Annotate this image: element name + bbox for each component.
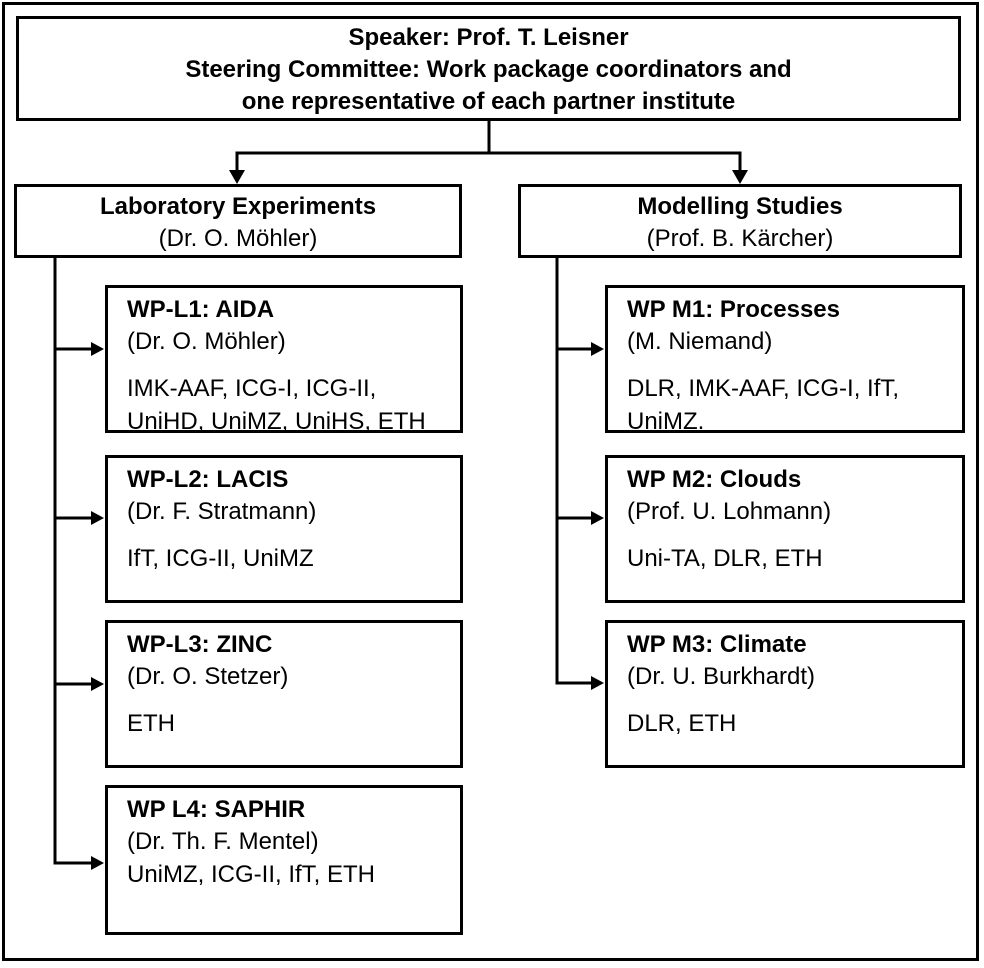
wp-lead: (M. Niemand) [627, 328, 773, 355]
wp-members: IfT, ICG-II, UniMZ [127, 542, 452, 575]
wp-members: DLR, ETH [627, 707, 954, 740]
wp-box-l3-zinc: WP-L3: ZINC (Dr. O. Stetzer) ETH [105, 620, 463, 768]
wp-lead: (Dr. O. Stetzer) [127, 663, 289, 690]
wp-members-line: UniMZ. [627, 408, 705, 433]
speaker-line: Speaker: Prof. T. Leisner [348, 24, 629, 51]
wp-lead: (Prof. U. Lohmann) [627, 498, 832, 525]
wp-box-m2-clouds: WP M2: Clouds (Prof. U. Lohmann) Uni-TA,… [605, 455, 965, 603]
branch-title: Laboratory Experiments [99, 193, 377, 220]
wp-title: WP-L2: LACIS [127, 466, 289, 493]
steering-committee-line: Steering Committee: Work package coordin… [185, 56, 792, 83]
wp-members: ETH [127, 707, 452, 740]
wp-members: UniMZ, ICG-II, IfT, ETH [127, 858, 452, 891]
wp-box-l2-lacis: WP-L2: LACIS (Dr. F. Stratmann) IfT, ICG… [105, 455, 463, 603]
wp-title: WP M2: Clouds [627, 466, 802, 493]
wp-members-line: IfT, ICG-II, UniMZ [127, 545, 314, 572]
wp-members-line: ETH [127, 710, 175, 737]
branch-lead: (Prof. B. Kärcher) [646, 225, 834, 252]
steering-committee-box: Speaker: Prof. T. Leisner Steering Commi… [16, 16, 961, 121]
wp-members-line: DLR, ETH [627, 710, 737, 737]
wp-lead: (Dr. O. Möhler) [127, 328, 286, 355]
wp-box-m3-climate: WP M3: Climate (Dr. U. Burkhardt) DLR, E… [605, 620, 965, 768]
wp-members-line: IMK-AAF, ICG-I, ICG-II, [127, 375, 377, 402]
wp-title: WP-L3: ZINC [127, 631, 273, 658]
representative-line: one representative of each partner insti… [241, 88, 736, 115]
wp-title: WP L4: SAPHIR [127, 796, 306, 823]
wp-title: WP-L1: AIDA [127, 296, 275, 323]
wp-title: WP M3: Climate [627, 631, 807, 658]
wp-title: WP M1: Processes [627, 296, 840, 323]
wp-members-line: UniHD, UniMZ, UniHS, ETH [127, 408, 426, 433]
branch-title: Modelling Studies [637, 193, 843, 220]
branch-modelling-studies: Modelling Studies (Prof. B. Kärcher) [518, 184, 962, 258]
wp-members: IMK-AAF, ICG-I, ICG-II, UniHD, UniMZ, Un… [127, 372, 452, 433]
wp-lead: (Dr. U. Burkhardt) [627, 663, 816, 690]
branch-lead: (Dr. O. Möhler) [158, 225, 318, 252]
wp-lead: (Dr. Th. F. Mentel) [127, 828, 319, 855]
wp-members-line: UniMZ, ICG-II, IfT, ETH [127, 861, 376, 888]
wp-members: Uni-TA, DLR, ETH [627, 542, 954, 575]
wp-lead: (Dr. F. Stratmann) [127, 498, 317, 525]
branch-laboratory-experiments: Laboratory Experiments (Dr. O. Möhler) [14, 184, 462, 258]
wp-members-line: DLR, IMK-AAF, ICG-I, IfT, [627, 375, 900, 402]
wp-members: DLR, IMK-AAF, ICG-I, IfT, UniMZ. [627, 372, 954, 433]
wp-box-m1-processes: WP M1: Processes (M. Niemand) DLR, IMK-A… [605, 285, 965, 433]
wp-box-l4-saphir: WP L4: SAPHIR (Dr. Th. F. Mentel) UniMZ,… [105, 785, 463, 935]
wp-members-line: Uni-TA, DLR, ETH [627, 545, 823, 572]
wp-box-l1-aida: WP-L1: AIDA (Dr. O. Möhler) IMK-AAF, ICG… [105, 285, 463, 433]
